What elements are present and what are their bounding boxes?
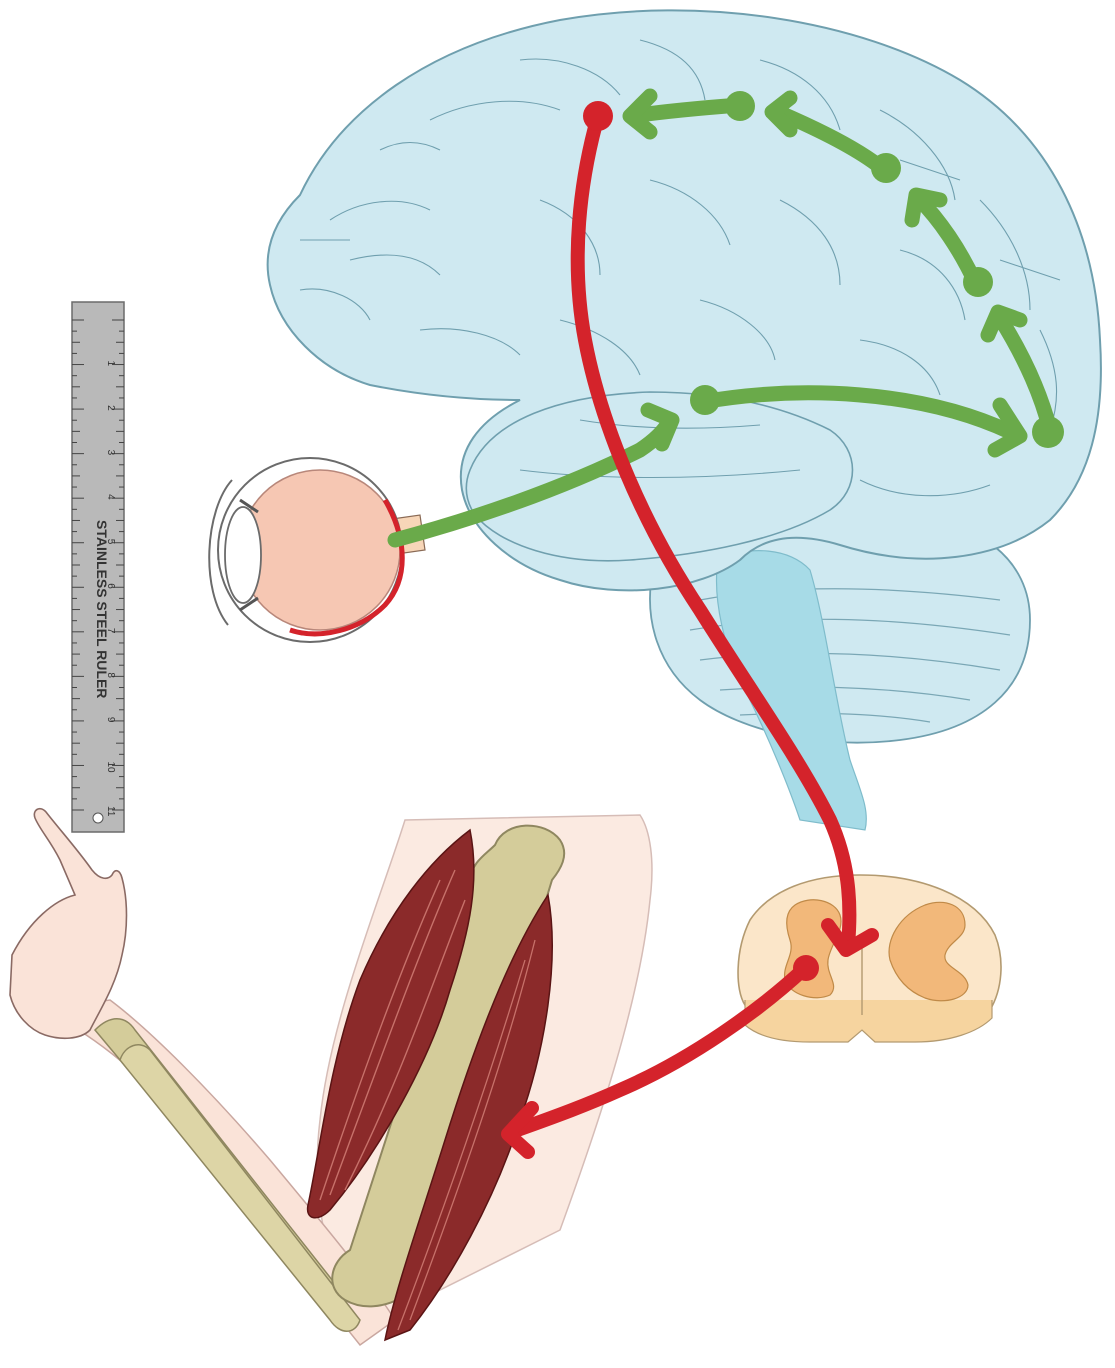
eye	[209, 458, 425, 642]
green-node-2	[1032, 416, 1064, 448]
spinal-cord-section	[738, 875, 1001, 1042]
red-node-cortex	[583, 101, 613, 131]
ruler-number: 2	[105, 405, 116, 411]
ruler-number: 9	[105, 717, 116, 723]
green-node-1	[690, 385, 720, 415]
ruler-number: 10	[105, 761, 116, 773]
green-node-5	[725, 91, 755, 121]
green-node-3	[963, 267, 993, 297]
eyeball-vitreous	[240, 470, 400, 630]
ruler-number: 11	[105, 806, 116, 817]
ruler-number: 3	[105, 450, 116, 456]
green-node-4	[871, 153, 901, 183]
ruler-number: 4	[105, 494, 116, 500]
eye-lens	[225, 507, 261, 603]
red-node-spinal	[793, 955, 819, 981]
arm	[10, 809, 652, 1345]
ruler-number: 1	[105, 361, 116, 367]
ruler-label: STAINLESS STEEL RULER	[94, 520, 110, 698]
ruler-hole	[93, 813, 103, 823]
spinal-cord-rim	[745, 1000, 992, 1042]
